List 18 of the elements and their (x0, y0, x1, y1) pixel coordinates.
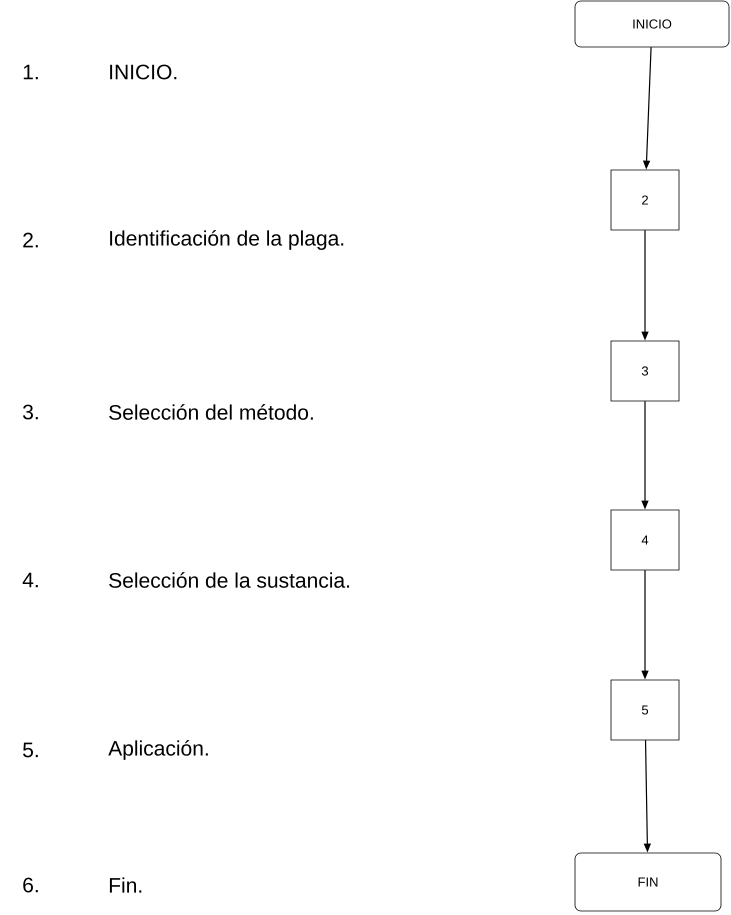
process-box: 4 (610, 510, 680, 570)
step-number: 2. (23, 232, 38, 248)
step-number: 1. (24, 64, 38, 80)
process-box: 3 (610, 340, 680, 402)
process-box: 2 (610, 170, 680, 230)
step-number: 5. (23, 742, 38, 758)
step-text: Fin. (110, 877, 142, 893)
step-text: INICIO. (110, 64, 176, 80)
terminal-box: FIN (574, 852, 722, 912)
step-text: Identificación de la plaga. (110, 230, 344, 250)
step-number: 6. (23, 878, 38, 892)
process-box: 5 (610, 680, 680, 740)
step-text: Aplicación. (108, 740, 208, 760)
terminal-box: INICIO (574, 0, 730, 48)
step-number: 3. (23, 404, 38, 420)
step-number: 4. (22, 572, 38, 588)
step-text: Selección del método. (109, 404, 313, 420)
step-text: Selección de la sustancia. (109, 572, 350, 588)
